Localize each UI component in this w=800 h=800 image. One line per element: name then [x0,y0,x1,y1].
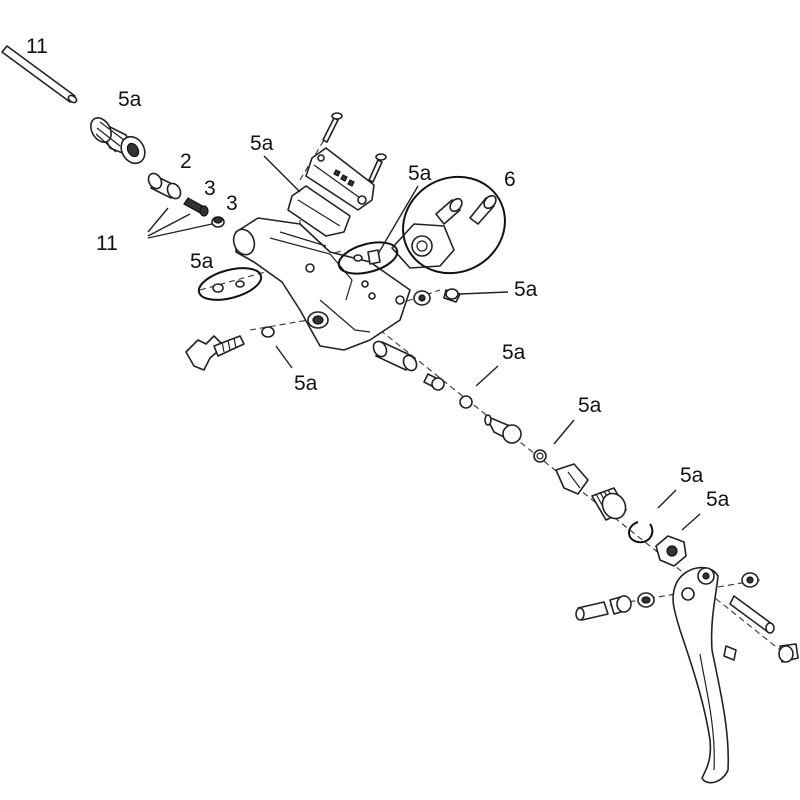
diaphragm-part [287,185,351,237]
centre-fittings [212,249,461,306]
piston-sleeve-part [372,340,418,372]
callout-labels: 11 5a 2 3 3 11 5a 5a 6 5a 5a 5a 5a 5a 5a… [26,35,730,511]
rod-part [1,45,78,104]
lever-blade-part [672,566,730,784]
circlip-part [628,521,654,544]
leader-lines [147,155,701,531]
threaded-bushing-part [591,487,627,521]
lever-body-part [232,217,411,351]
cam-part [555,463,589,495]
blade-hardware [575,572,799,663]
adjust-knob-part [185,326,275,371]
callout-5a-oring: 5a [578,394,602,417]
callout-5a-cover: 5a [250,132,274,155]
callout-5a-circlip: 5a [680,464,704,487]
callout-5a-grip: 5a [118,88,142,111]
callout-3-screw: 3 [204,177,216,200]
push-rod-part [423,373,473,409]
group-circles [197,175,506,301]
callout-5a-left-ring: 5a [190,250,214,273]
callout-5a-nut: 5a [706,488,730,511]
callout-11-rod: 11 [26,35,48,58]
set-screw-part [183,197,209,217]
callout-3-cap: 3 [226,192,238,215]
pivot-nut-part [655,535,687,567]
callout-5a-knob: 5a [294,372,318,395]
callout-11-kit: 11 [96,232,118,255]
o-ring-part [533,449,547,463]
reservoir-cover-part [305,147,375,211]
bushing-part [147,172,182,200]
screw-cap-part [211,216,225,228]
callout-5a-center: 5a [408,162,432,185]
callout-5a-clip: 5a [514,278,538,301]
cylinder-cap-part [391,194,497,269]
callout-5a-piston: 5a [502,341,526,364]
callout-6-cap: 6 [504,168,516,191]
grip-sleeve-part [90,117,146,165]
callout-2-bushing: 2 [180,150,192,173]
piston-part [484,414,522,444]
cover-screws [322,112,387,183]
